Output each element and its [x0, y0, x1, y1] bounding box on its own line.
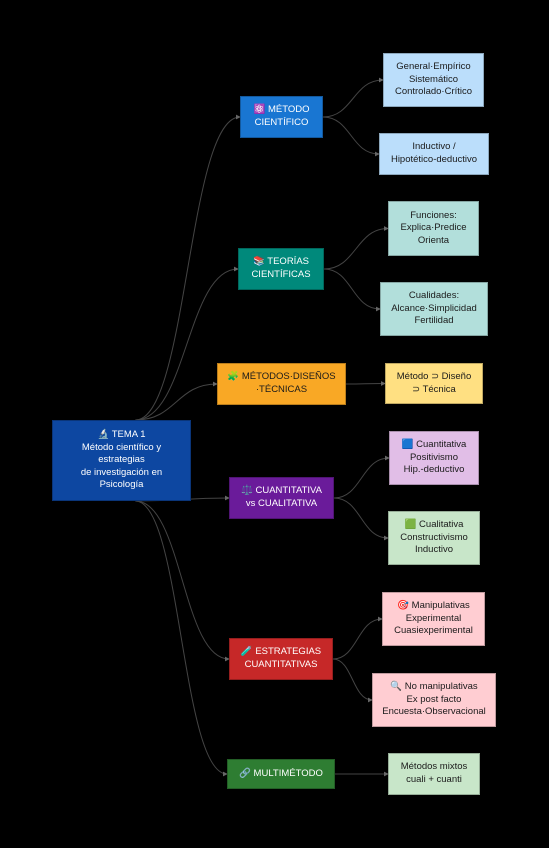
leaf-cualitativa[interactable]: 🟩 Cualitativa Constructivismo Inductivo — [388, 511, 480, 565]
edge-root-branch-5 — [135, 500, 228, 777]
leaf-metodos-mixtos[interactable]: Métodos mixtos cuali + cuanti — [388, 753, 480, 795]
edge-root-branch-0 — [135, 114, 241, 421]
root-node[interactable]: 🔬 TEMA 1 Método científico y estrategias… — [52, 420, 191, 501]
leaf-inductivo-hipotetico[interactable]: Inductivo / Hipotético-deductivo — [379, 133, 489, 175]
leaf-metodo-diseno-tecnica[interactable]: Método ⊃ Diseño ⊃ Técnica — [385, 363, 483, 404]
edge-branch-2-leaf-0 — [345, 381, 386, 387]
edge-branch-0-leaf-0 — [322, 77, 384, 118]
branch-estrategias-cuantitativas[interactable]: 🧪 ESTRATEGIAS CUANTITATIVAS — [229, 638, 333, 680]
edge-branch-3-leaf-0 — [333, 455, 390, 499]
edge-branch-0-leaf-1 — [322, 116, 380, 157]
leaf-manipulativas[interactable]: 🎯 Manipulativas Experimental Cuasiexperi… — [382, 592, 485, 646]
branch-cuantitativa-vs-cualitativa[interactable]: ⚖️ CUANTITATIVA vs CUALITATIVA — [229, 477, 334, 519]
leaf-caracteristicas-metodo[interactable]: General·Empírico Sistemático Controlado·… — [383, 53, 484, 107]
edge-branch-1-leaf-1 — [323, 268, 381, 312]
branch-metodos-disenos-tecnicas[interactable]: 🧩 MÉTODOS·DISEÑOS ·TÉCNICAS — [217, 363, 346, 405]
edge-root-branch-4 — [135, 500, 230, 662]
edge-branch-4-leaf-1 — [332, 658, 373, 703]
branch-multimetodo[interactable]: 🔗 MULTIMÉTODO — [227, 759, 335, 789]
branch-metodo-cientifico[interactable]: ⚛️ MÉTODO CIENTÍFICO — [240, 96, 323, 138]
edge-root-branch-2 — [135, 381, 218, 421]
branch-teorias-cientificas[interactable]: 📚 TEORÍAS CIENTÍFICAS — [238, 248, 324, 290]
edge-root-branch-1 — [135, 266, 239, 421]
leaf-cualidades-teorias[interactable]: Cualidades: Alcance·Simplicidad Fertilid… — [380, 282, 488, 336]
leaf-funciones-teorias[interactable]: Funciones: Explica·Predice Orienta — [388, 201, 479, 256]
edge-branch-3-leaf-1 — [333, 497, 389, 541]
leaf-no-manipulativas[interactable]: 🔍 No manipulativas Ex post facto Encuest… — [372, 673, 496, 727]
leaf-cuantitativa[interactable]: 🟦 Cuantitativa Positivismo Hip.-deductiv… — [389, 431, 479, 485]
edge-branch-1-leaf-0 — [323, 226, 389, 270]
edge-branch-4-leaf-0 — [332, 616, 383, 660]
